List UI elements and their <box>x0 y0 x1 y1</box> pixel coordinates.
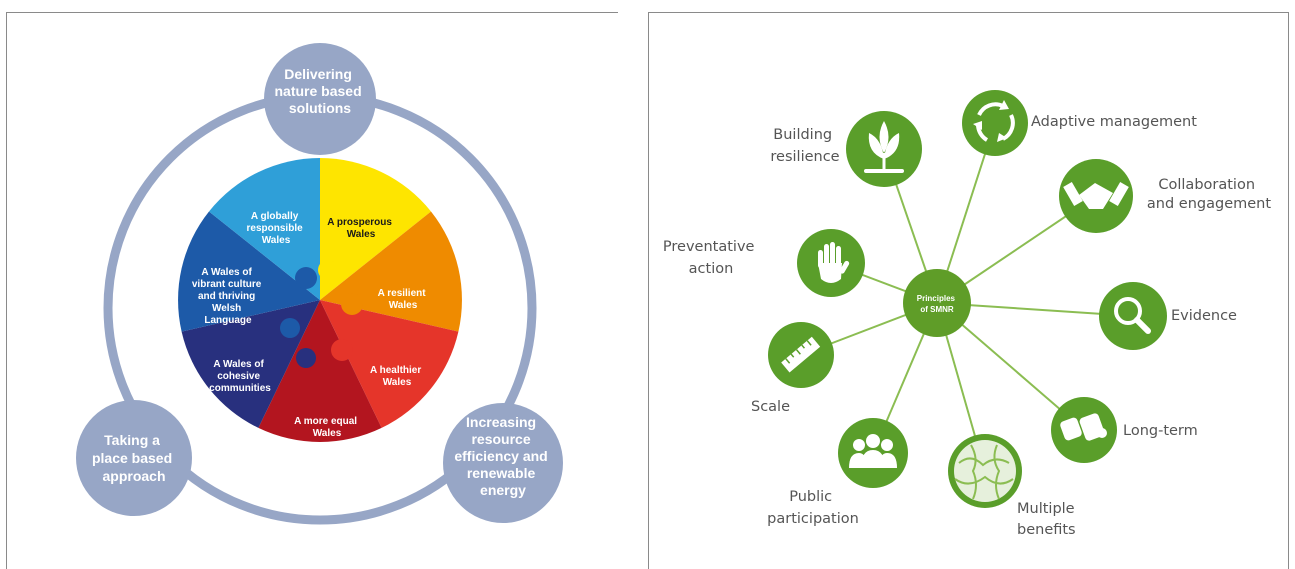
label-evidence: Evidence <box>1171 308 1237 324</box>
ruler-icon <box>781 336 821 373</box>
label-multiple: Multiple benefits <box>1017 501 1079 538</box>
goal-cohesive: A Wales of cohesive communities <box>209 359 271 394</box>
handshake-icon <box>1063 181 1129 209</box>
goal-prosperous: A prosperous Wales <box>327 217 394 240</box>
goal-global: A globally responsible Wales <box>247 211 306 246</box>
resilience-node: Building resilience <box>770 111 922 187</box>
preventative-node: Preventative action <box>663 229 865 297</box>
theme-circle-resource <box>443 403 563 523</box>
people-group-icon <box>849 434 897 468</box>
wedge-equal <box>258 300 382 442</box>
wedge-prosperous <box>320 158 431 300</box>
adaptive-node: Adaptive management <box>962 90 1197 156</box>
collaboration-node: Collaboration and engagement <box>1059 159 1271 233</box>
smnr-panel: Principles of SMNR Adaptive management <box>648 12 1289 569</box>
seedling-icon <box>864 121 904 173</box>
wedge-healthier <box>320 300 459 428</box>
binoculars-icon <box>1060 413 1107 441</box>
label-preventative: Preventative action <box>663 239 759 277</box>
raised-hand-icon <box>818 242 850 283</box>
label-resilience: Building resilience <box>770 127 839 165</box>
puzzle-tab <box>351 239 369 257</box>
label-scale: Scale <box>751 399 790 415</box>
scale-node: Scale <box>751 322 834 415</box>
label-longterm: Long-term <box>1123 423 1198 439</box>
puzzle-tab <box>295 267 317 289</box>
puzzle-tab <box>280 318 300 338</box>
label-adaptive: Adaptive management <box>1031 114 1197 130</box>
puzzle-tab <box>296 348 316 368</box>
wedge-global <box>209 158 320 300</box>
theme-place: Taking a place based approach <box>92 432 176 484</box>
theme-nature: Delivering nature based solutions <box>274 66 365 116</box>
center-circle <box>903 269 971 337</box>
theme-circle-nature <box>264 43 376 155</box>
magnifier-icon <box>1114 297 1151 334</box>
goal-culture: A Wales of vibrant culture and thriving … <box>192 267 264 326</box>
smnr-diagram: Principles of SMNR Adaptive management <box>663 90 1271 538</box>
label-collaboration: Collaboration and engagement <box>1147 177 1271 212</box>
public-node: Public participation <box>767 418 908 527</box>
label-public: Public participation <box>767 489 859 527</box>
wellbeing-panel: A prosperous Wales A resilient Wales A h… <box>6 12 648 569</box>
goal-healthier: A healthier Wales <box>370 365 424 388</box>
wedge-culture <box>178 211 320 332</box>
border-gap <box>618 12 648 14</box>
multiple-node: Multiple benefits <box>948 434 1079 538</box>
goal-resilient: A resilient Wales <box>378 288 429 311</box>
puzzle-tab <box>331 339 353 361</box>
center-label: Principles of SMNR <box>917 294 957 314</box>
theme-circle-place <box>76 400 192 516</box>
cycle-arrows-icon <box>973 100 1015 142</box>
longterm-node: Long-term <box>1051 397 1198 463</box>
goal-equal: A more equal Wales <box>294 416 360 439</box>
theme-resource: Increasing resource efficiency and renew… <box>454 414 551 498</box>
puzzle-tab <box>341 293 363 315</box>
puzzle-globe-icon <box>954 440 1016 502</box>
wellbeing-diagram: A prosperous Wales A resilient Wales A h… <box>76 43 563 525</box>
evidence-node: Evidence <box>1099 282 1237 350</box>
puzzle-tab <box>318 260 338 280</box>
